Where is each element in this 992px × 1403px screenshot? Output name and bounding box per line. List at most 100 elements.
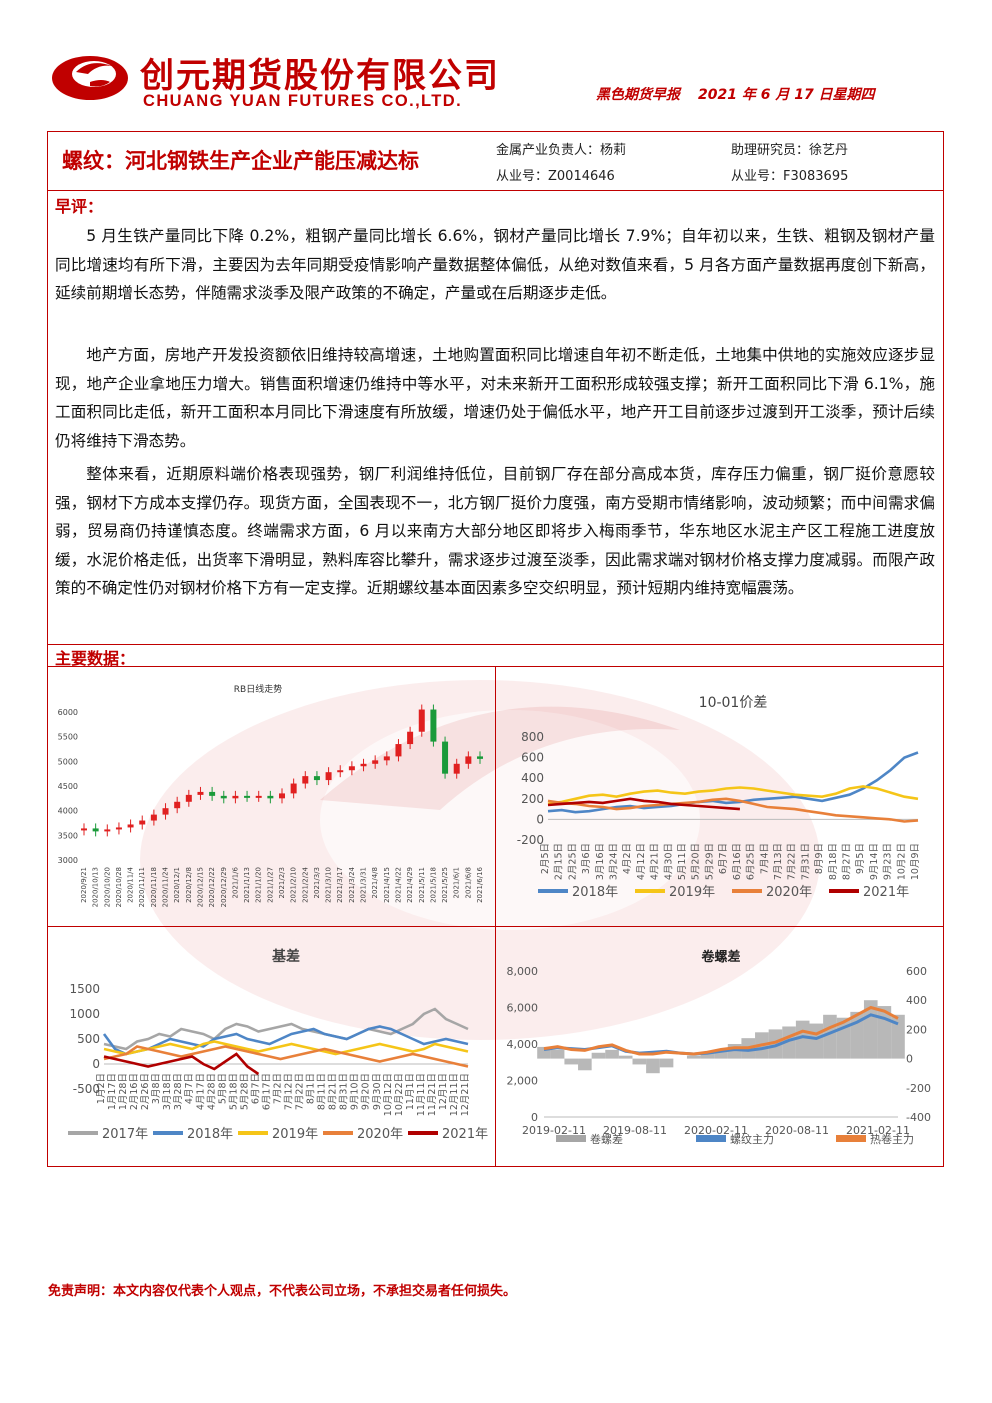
y2-tick-label: 0 (906, 1053, 913, 1066)
legend-swatch (836, 1135, 866, 1142)
x-tick-label: 5月20日 (691, 843, 702, 880)
candle-body (209, 791, 216, 796)
candle-body (290, 783, 297, 794)
watermark-logo-icon (140, 680, 820, 1040)
series-line-3 (547, 797, 919, 823)
x-tick-label: 2021/5/25 (441, 867, 449, 903)
x-tick-label: 5月11日 (677, 843, 688, 880)
x-tick-label: 12月11日 (449, 1073, 460, 1116)
legend-label: 2018年 (187, 1127, 233, 1142)
company-logo-icon (52, 56, 128, 100)
candle-body (174, 801, 181, 809)
x-tick-label: 8月18日 (828, 843, 839, 880)
y-tick-label: 6,000 (507, 1002, 539, 1015)
paragraph-2: 地产方面，房地产开发投资额依旧维持较高增速，土地购置面积同比增速自年初不断走低，… (55, 346, 935, 450)
x-tick-label: 2020/12/29 (220, 867, 228, 907)
x-tick-label: 2021/4/15 (383, 867, 391, 903)
x-tick-label: 8月31日 (339, 1073, 350, 1110)
chart-hrc-rebar-spread: 卷螺差02,0004,0006,0008,000-400-20002004006… (507, 949, 931, 1146)
x-tick-label: 9月5日 (855, 843, 866, 874)
paragraph-1: 5 月生铁产量同比下降 0.2%，粗钢产量同比增长 6.6%，钢材产量同比增长 … (55, 227, 935, 302)
x-tick-label: 9月10日 (350, 1073, 361, 1110)
legend-label: 卷螺差 (590, 1132, 623, 1146)
x-tick-label: 2020/12/8 (185, 867, 193, 903)
candle-body (127, 824, 134, 828)
series-line-4 (103, 1045, 469, 1068)
y-tick-label: 0 (536, 812, 544, 826)
y-tick-label: 400 (521, 771, 544, 785)
candle-body (442, 741, 449, 774)
x-tick-label: 2月5日 (540, 843, 551, 874)
spread-area-bar (823, 1014, 837, 1059)
x-tick-label: 3月18日 (162, 1073, 173, 1110)
series-line-2 (102, 1025, 469, 1056)
x-tick-label: 2021/6/1 (453, 867, 461, 898)
series-line-1 (103, 1007, 469, 1051)
y-tick-label: 8,000 (507, 965, 539, 978)
paragraph-3: 整体来看，近期原料端价格表现强势，钢厂利润维持低位，目前钢厂存在部分高成本货，库… (55, 465, 935, 597)
chart-title: RB日线走势 (234, 683, 282, 695)
x-tick-label: 7月22日 (787, 843, 798, 880)
x-tick-label: 2021/2/10 (290, 867, 298, 903)
x-tick-label: 2021/3/10 (325, 867, 333, 903)
x-tick-label: 4月7日 (184, 1073, 195, 1104)
y2-tick-label: 400 (906, 994, 927, 1007)
x-tick-label: 10月9日 (910, 843, 921, 880)
candle-body (453, 763, 460, 774)
x-tick-label: 2021/2/3 (278, 867, 286, 898)
x-tick-label: 12月21日 (460, 1073, 471, 1116)
lead-analyst-id: 从业号：Z0014646 (496, 169, 615, 184)
x-tick-label: 2021/6/16 (476, 866, 484, 902)
series-line-3 (103, 1040, 469, 1056)
x-tick-label: 3月28日 (173, 1073, 184, 1110)
x-tick-label: 2020/9/21 (80, 867, 88, 903)
x-tick-label: 4月30日 (663, 843, 674, 880)
x-tick-label: 2021-02-11 (846, 1124, 910, 1137)
x-tick-label: 8月11日 (317, 1073, 328, 1110)
divider (495, 666, 496, 1167)
candle-body (465, 756, 472, 764)
x-tick-label: 2月15日 (554, 843, 565, 880)
divider (47, 190, 944, 191)
x-tick-label: 2020/10/28 (115, 867, 123, 907)
x-tick-label: 2021/2/24 (301, 866, 309, 902)
spread-area-bar (795, 1020, 810, 1059)
x-tick-label: 2021/4/8 (371, 867, 379, 898)
candle-body (150, 814, 157, 821)
divider (47, 644, 944, 645)
x-tick-label: 3月8日 (151, 1073, 162, 1104)
series-line-2 (547, 785, 919, 806)
legend-label: 2020年 (766, 885, 812, 900)
section-review-label: 早评： (55, 197, 104, 216)
y-tick-label: 4,000 (507, 1038, 539, 1051)
x-tick-label: 2021/5/11 (418, 867, 426, 903)
chart-title: 卷螺差 (701, 949, 740, 965)
x-tick-label: 2020/12/15 (196, 867, 204, 907)
x-tick-label: 9月23日 (883, 843, 894, 880)
x-tick-label: 1月17日 (107, 1073, 118, 1110)
legend-label: 2021年 (442, 1127, 488, 1142)
x-tick-label: 8月21日 (328, 1073, 339, 1110)
company-name-cn: 创元期货股份有限公司 (140, 56, 500, 96)
candle-body (267, 795, 274, 799)
series-line-2 (543, 1005, 899, 1056)
candle-body (302, 776, 309, 784)
spread-area-bar (618, 1055, 633, 1059)
y-tick-label: 4000 (58, 807, 78, 816)
y-tick-label: 1500 (69, 982, 100, 996)
spread-area-bar (686, 1055, 701, 1059)
x-tick-label: 8月27日 (841, 843, 852, 880)
x-tick-label: 10月22日 (394, 1073, 405, 1116)
legend-swatch (696, 1135, 726, 1142)
x-tick-label: 4月17日 (195, 1073, 206, 1110)
x-tick-label: 2021/4/22 (394, 867, 402, 903)
x-tick-label: 2021/4/29 (406, 867, 414, 903)
candle-body (279, 793, 285, 799)
candle-body (162, 808, 169, 815)
spread-area-bar (605, 1049, 619, 1059)
candle-body (337, 770, 344, 773)
candle-body (430, 709, 437, 742)
x-tick-label: 3月6日 (581, 843, 592, 874)
x-tick-label: 9月30日 (372, 1073, 383, 1110)
